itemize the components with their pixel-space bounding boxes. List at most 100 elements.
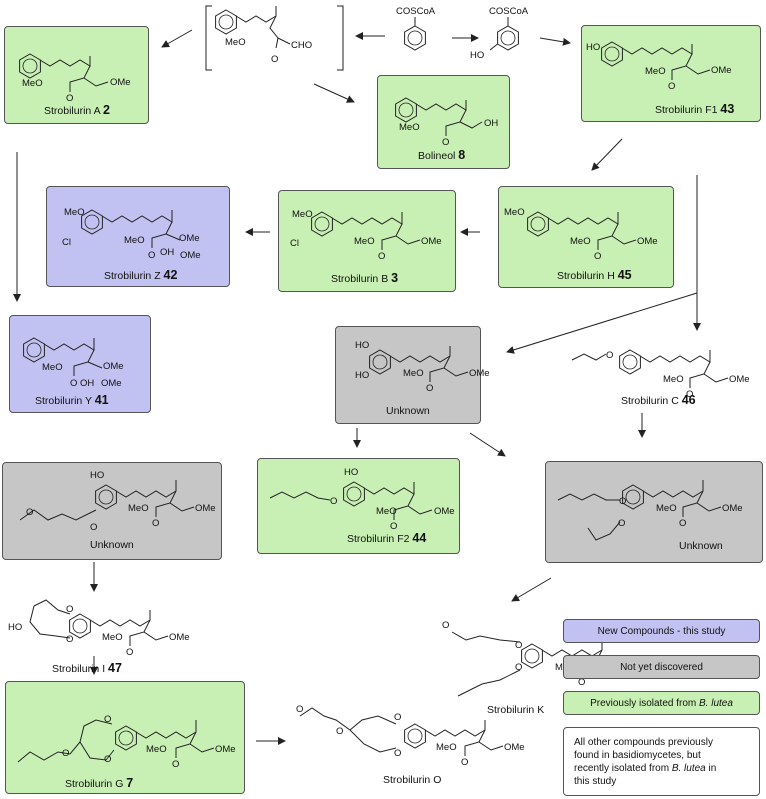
svg-text:OMe: OMe [169, 632, 190, 643]
caption-unknown-2: Unknown [90, 539, 134, 551]
svg-text:O: O [90, 522, 97, 533]
svg-text:O: O [296, 704, 303, 715]
svg-text:MeO: MeO [504, 207, 525, 218]
svg-text:O: O [66, 604, 73, 615]
svg-text:MeO: MeO [292, 209, 313, 220]
svg-text:O: O [126, 647, 133, 658]
svg-text:O: O [26, 507, 33, 518]
svg-text:CHO: CHO [291, 40, 312, 51]
box-strobilurin-f2 [257, 458, 460, 554]
svg-text:O: O [668, 81, 675, 92]
box-bolineol [377, 75, 510, 169]
svg-text:OMe: OMe [434, 506, 455, 517]
svg-text:O: O [394, 748, 401, 759]
svg-text:HO: HO [470, 50, 484, 61]
svg-text:O: O [442, 620, 449, 631]
svg-text:OH: OH [484, 118, 498, 129]
svg-text:O: O [390, 521, 397, 532]
svg-text:MeO: MeO [225, 37, 246, 48]
arrow-unknown1-to-unknown3 [469, 432, 506, 457]
hydroxybenzoyl-coa-structure [489, 17, 519, 51]
svg-text:O: O [330, 496, 337, 507]
svg-text:HO: HO [344, 467, 358, 478]
svg-text:HO: HO [8, 622, 22, 633]
caption-strobilurin-c: Strobilurin C 46 [621, 393, 696, 407]
caption-strobilurin-b: Strobilurin B 3 [331, 271, 399, 285]
svg-text:O: O [619, 496, 626, 507]
caption-strobilurin-i: Strobilurin I 47 [52, 661, 122, 675]
svg-text:MeO: MeO [124, 235, 145, 246]
legend-new-compounds: New Compounds - this study [563, 619, 760, 643]
arrow-f1-to-h [591, 138, 623, 171]
intermediate-structure [215, 6, 291, 49]
box-strobilurin-h [498, 186, 674, 288]
svg-text:OMe: OMe [729, 374, 750, 385]
svg-text:HO: HO [586, 42, 600, 53]
svg-text:HO: HO [355, 340, 369, 351]
svg-text:O: O [66, 93, 73, 104]
arrow-f1-branch-unknown [506, 292, 698, 354]
svg-text:O: O [66, 634, 73, 645]
svg-text:OH: OH [80, 378, 94, 389]
svg-text:MeO: MeO [102, 632, 123, 643]
caption-strobilurin-z: Strobilurin Z 42 [104, 268, 178, 282]
arrow-to-bolineol [313, 83, 355, 103]
svg-text:MeO: MeO [570, 236, 591, 247]
svg-text:O: O [104, 754, 111, 765]
svg-text:O: O [594, 251, 601, 262]
svg-text:O: O [578, 677, 585, 688]
svg-text:OMe: OMe [504, 742, 525, 753]
svg-text:O: O [686, 389, 693, 400]
caption-unknown-1: Unknown [386, 405, 430, 417]
svg-text:OMe: OMe [195, 503, 216, 514]
svg-text:O: O [679, 518, 686, 529]
svg-text:O: O [152, 518, 159, 529]
svg-text:O: O [394, 712, 401, 723]
svg-text:MeO: MeO [128, 503, 149, 514]
svg-text:OMe: OMe [469, 368, 490, 379]
svg-text:O: O [442, 137, 449, 148]
arrow-unknown3-to-k [511, 577, 552, 602]
benzoyl-coa-structure [404, 17, 426, 51]
svg-text:MeO: MeO [376, 506, 397, 517]
svg-text:O: O [172, 759, 179, 770]
box-strobilurin-g [5, 681, 245, 794]
svg-text:O: O [336, 726, 343, 737]
caption-strobilurin-k: Strobilurin K [487, 704, 545, 716]
box-strobilurin-b [278, 190, 456, 292]
svg-text:O: O [70, 378, 77, 389]
svg-text:MeO: MeO [403, 368, 424, 379]
caption-strobilurin-f2: Strobilurin F2 44 [347, 531, 427, 545]
svg-text:MeO: MeO [656, 503, 677, 514]
svg-text:O: O [426, 383, 433, 394]
svg-text:O: O [618, 518, 625, 529]
legend-not-discovered: Not yet discovered [563, 655, 760, 679]
legend-other-compounds: All other compounds previously found in … [563, 727, 760, 796]
legend-previously-isolated: Previously isolated from B. lutea [563, 691, 760, 715]
svg-text:OMe: OMe [215, 744, 236, 755]
svg-text:O: O [515, 640, 522, 651]
svg-text:O: O [104, 714, 111, 725]
svg-text:MeO: MeO [354, 236, 375, 247]
svg-text:O: O [271, 54, 278, 65]
svg-text:MeO: MeO [663, 374, 684, 385]
svg-text:MeO: MeO [399, 122, 420, 133]
svg-text:HO: HO [90, 470, 104, 481]
svg-text:MeO: MeO [22, 78, 43, 89]
svg-text:MeO: MeO [645, 66, 666, 77]
caption-unknown-3: Unknown [679, 540, 723, 552]
svg-text:MeO: MeO [146, 744, 167, 755]
svg-text:OMe: OMe [637, 236, 658, 247]
svg-text:O: O [148, 250, 155, 261]
svg-text:OMe: OMe [110, 77, 131, 88]
svg-text:OH: OH [160, 247, 174, 258]
svg-text:O: O [515, 662, 522, 673]
svg-text:OMe: OMe [421, 236, 442, 247]
box-strobilurin-a [4, 26, 149, 124]
svg-text:OMe: OMe [179, 233, 200, 244]
svg-text:OMe: OMe [103, 361, 124, 372]
caption-bolineol: Bolineol 8 [418, 148, 466, 162]
arrow-to-strob-a [161, 29, 193, 48]
svg-text:OMe: OMe [180, 250, 201, 261]
